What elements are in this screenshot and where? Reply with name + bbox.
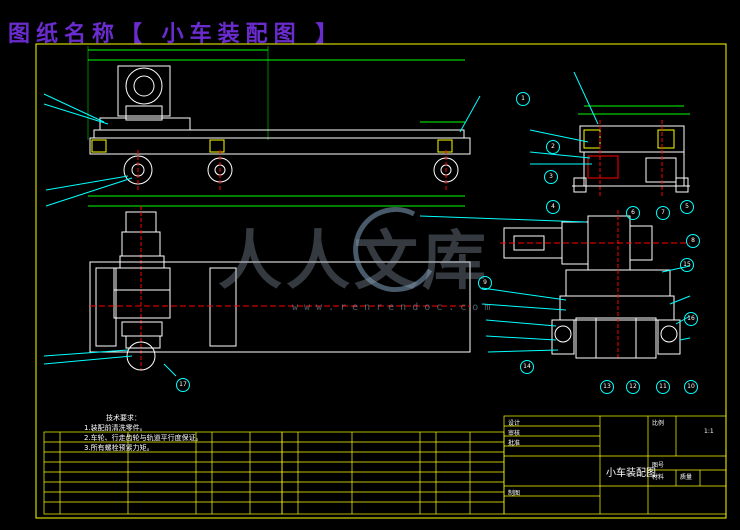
mass-label: 质量 [680, 474, 693, 481]
part-balloon-9: 9 [478, 276, 492, 290]
title-block [503, 415, 727, 515]
watermark-cn: 人人文库 [218, 224, 490, 299]
tech-note-line: 1.装配前清洗零件。 [84, 424, 147, 432]
part-balloon-10: 10 [684, 380, 698, 394]
check-label: 审核 [508, 430, 521, 437]
part-balloon-14: 14 [520, 360, 534, 374]
part-balloon-11: 11 [656, 380, 670, 394]
watermark-url: www.renrendoc.com [292, 302, 497, 313]
parts-list-table [43, 431, 505, 515]
material-label: 材料 [652, 474, 665, 481]
plan-view [43, 206, 471, 377]
watermark-logo [353, 207, 433, 293]
tech-note-line: 3.所有螺栓预紧力矩。 [84, 444, 154, 452]
part-balloon-15: 15 [680, 258, 694, 272]
part-balloon-6: 6 [626, 206, 640, 220]
part-balloon-8: 8 [686, 234, 700, 248]
part-balloon-5: 5 [680, 200, 694, 214]
drawing-title: 小车装配图 [606, 468, 656, 479]
scale-value: 1:1 [704, 428, 714, 435]
tech-note-line: 2.车轮、行走齿轮与轨道平行度保证。 [84, 434, 203, 442]
design-label: 设计 [508, 420, 521, 427]
drawn-label: 制图 [508, 490, 521, 497]
tech-notes-heading: 技术要求： [106, 414, 141, 422]
page-title: 图纸名称【 小车装配图 】 [8, 21, 344, 47]
side-view [529, 71, 690, 196]
part-balloon-4: 4 [546, 200, 560, 214]
part-balloon-16: 16 [684, 312, 698, 326]
part-balloon-13: 13 [600, 380, 614, 394]
part-balloon-3: 3 [544, 170, 558, 184]
part-balloon-1: 1 [516, 92, 530, 106]
scale-label: 比例 [652, 420, 665, 427]
drawing-frame [35, 43, 727, 519]
front-elevation-view [43, 46, 481, 207]
part-balloon-12: 12 [626, 380, 640, 394]
sheet-label: 图号 [652, 462, 665, 469]
part-balloon-17: 17 [176, 378, 190, 392]
tech-notes: 技术要求： 1.装配前清洗零件。 2.车轮、行走齿轮与轨道平行度保证。 3.所有… [84, 413, 203, 453]
part-balloon-7: 7 [656, 206, 670, 220]
part-balloon-2: 2 [546, 140, 560, 154]
approve-label: 批准 [508, 440, 521, 447]
